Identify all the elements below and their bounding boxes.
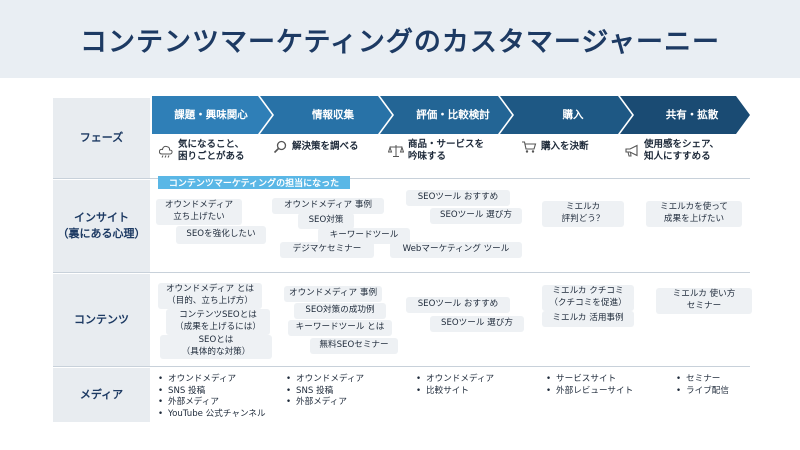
insight-bubble: Webマーケティング ツール: [390, 242, 522, 258]
media-item: 外部メディア: [286, 397, 364, 409]
content-bubble: ミエルカ クチコミ （クチコミを促進）: [542, 285, 634, 311]
media-list-2: オウンドメディア SNS 投稿 外部メディア: [286, 374, 364, 409]
content-bubble: SEO対策の成功例: [294, 303, 386, 319]
phase-label-5: 共有・拡散: [665, 109, 719, 121]
cloud-icon: [158, 143, 174, 159]
insight-bubble: ミエルカ 評判どう？: [542, 201, 624, 227]
phase-desc-3: 商品・サービスを吟味する: [388, 139, 484, 164]
scale-icon: [388, 143, 404, 159]
phase-desc-4: 購入を決断: [521, 139, 589, 155]
media-item: SNS 投稿: [286, 386, 364, 398]
row-divider: [53, 366, 750, 367]
insight-bubble: SEOツール おすすめ: [406, 190, 510, 206]
phase-label-1: 課題・興味関心: [174, 109, 248, 121]
row-label-insight: インサイト （裏にある心理）: [53, 180, 150, 272]
phase-label-3: 評価・比較検討: [416, 109, 490, 121]
content-bubble: SEOツール おすすめ: [406, 297, 510, 313]
media-item: ライブ配信: [676, 386, 729, 398]
insight-bubble: オウンドメディア 事例: [272, 198, 384, 214]
content-bubble: オウンドメディア とは （目的、立ち上げ方）: [158, 283, 262, 309]
content-bubble: オウンドメディア 事例: [284, 286, 382, 302]
media-item: サービスサイト: [546, 374, 633, 386]
phase-arrow-4: [500, 96, 632, 134]
insight-bubble: SEOを強化したい: [176, 226, 266, 244]
phase-arrow-1: [152, 96, 272, 134]
row-label-media: メディア: [53, 368, 150, 422]
media-item: YouTube 公式チャンネル: [158, 409, 266, 421]
phase-arrow-3: [380, 96, 512, 134]
phase-arrow-2: [260, 96, 392, 134]
magnifier-icon: [272, 139, 288, 155]
row-label-phase: フェーズ: [53, 98, 150, 178]
media-item: 比較サイト: [416, 386, 494, 398]
page-title: コンテンツマーケティングのカスタマージャーニー: [80, 27, 720, 58]
content-bubble: ミエルカ 活用事例: [542, 311, 634, 327]
phase-label-2: 情報収集: [312, 109, 354, 121]
media-item: オウンドメディア: [286, 374, 364, 386]
insight-bubble: SEOツール 選び方: [430, 208, 522, 224]
insight-bubble: キーワードツール: [318, 228, 410, 244]
media-item: オウンドメディア: [416, 374, 494, 386]
phase-desc-2: 解決策を調べる: [272, 139, 359, 155]
media-item: セミナー: [676, 374, 729, 386]
insight-bubble: ミエルカを使って 成果を上げたい: [646, 201, 742, 227]
media-item: 外部レビューサイト: [546, 386, 633, 398]
content-bubble: ミエルカ 使い方 セミナー: [656, 288, 752, 314]
media-item: オウンドメディア: [158, 374, 266, 386]
insight-bubble: オウンドメディア 立ち上げたい: [156, 199, 242, 225]
row-divider: [53, 178, 750, 179]
phase-label-4: 購入: [562, 109, 584, 121]
row-label-content: コンテンツ: [53, 274, 150, 366]
trigger-banner: コンテンツマーケティングの担当になった: [158, 176, 350, 189]
content-bubble: SEOツール 選び方: [430, 316, 524, 332]
cart-icon: [521, 139, 537, 155]
phase-arrows: [152, 96, 750, 134]
insight-bubble: デジマケセミナー: [280, 242, 374, 258]
phase-desc-1: 気になること、困りごとがある: [158, 139, 245, 164]
content-bubble: 無料SEOセミナー: [310, 338, 398, 354]
insight-bubble: SEO対策: [298, 213, 354, 229]
phase-desc-5: 使用感をシェア、知人にすすめる: [624, 139, 719, 164]
header-band: [0, 0, 800, 78]
media-item: SNS 投稿: [158, 386, 266, 398]
media-list-3: オウンドメディア 比較サイト: [416, 374, 494, 397]
content-bubble: コンテンツSEOとは （成果を上げるには）: [166, 309, 270, 335]
media-list-1: オウンドメディア SNS 投稿 外部メディア YouTube 公式チャンネル: [158, 374, 266, 420]
row-divider: [53, 272, 750, 273]
media-item: 外部メディア: [158, 397, 266, 409]
megaphone-icon: [624, 143, 640, 159]
content-bubble: キーワードツール とは: [288, 320, 392, 336]
media-list-4: サービスサイト 外部レビューサイト: [546, 374, 633, 397]
phase-arrow-5: [620, 96, 750, 134]
content-bubble: SEOとは （具体的な対策）: [160, 335, 272, 359]
media-list-5: セミナー ライブ配信: [676, 374, 729, 397]
